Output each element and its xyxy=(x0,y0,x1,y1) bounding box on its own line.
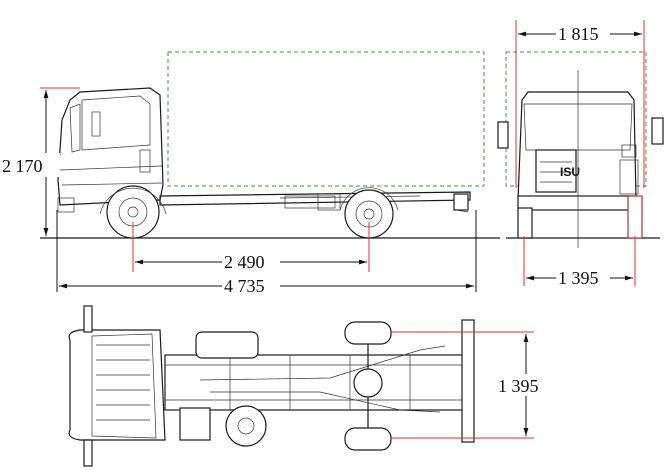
track-top-label: 1 395 xyxy=(498,376,539,396)
front-view: ISU 1 815 1 395 xyxy=(497,20,664,288)
grille xyxy=(535,149,577,193)
door-handle xyxy=(139,149,151,173)
cargo-box-outline xyxy=(167,51,485,187)
fuel-tank xyxy=(195,331,259,359)
cab-body xyxy=(57,87,164,206)
battery-box xyxy=(179,407,211,441)
cab-window xyxy=(81,95,151,151)
cab-top xyxy=(68,329,166,441)
front-view-wheel-right xyxy=(627,195,643,239)
height-label: 2 170 xyxy=(2,156,43,176)
rear-wheel-top-left xyxy=(344,321,392,345)
spare-wheel xyxy=(225,405,267,447)
rear-wheel-top-right xyxy=(344,427,392,451)
rear-crossmember xyxy=(461,319,475,443)
front-windshield xyxy=(523,103,633,151)
width-label: 1 815 xyxy=(558,24,599,44)
length-label: 4 735 xyxy=(224,276,265,296)
differential xyxy=(353,368,383,398)
top-mirror-right xyxy=(83,439,93,467)
top-view: 1 395 xyxy=(68,305,552,467)
front-bumper xyxy=(57,197,75,213)
track-front-label: 1 395 xyxy=(558,268,599,288)
cab-badge: ISU xyxy=(560,165,580,179)
top-mirror-left xyxy=(83,305,93,333)
mirror xyxy=(91,111,101,137)
wheelbase-label: 2 490 xyxy=(224,252,265,272)
mirror-right xyxy=(651,117,664,145)
side-view: 2 170 2 490 4 735 xyxy=(0,51,500,296)
frame-top xyxy=(164,354,466,411)
windshield xyxy=(69,103,81,153)
rear-lamp xyxy=(453,193,469,211)
frame-rail xyxy=(159,191,471,206)
mirror-left xyxy=(497,121,509,149)
front-view-wheel-left xyxy=(517,207,533,239)
